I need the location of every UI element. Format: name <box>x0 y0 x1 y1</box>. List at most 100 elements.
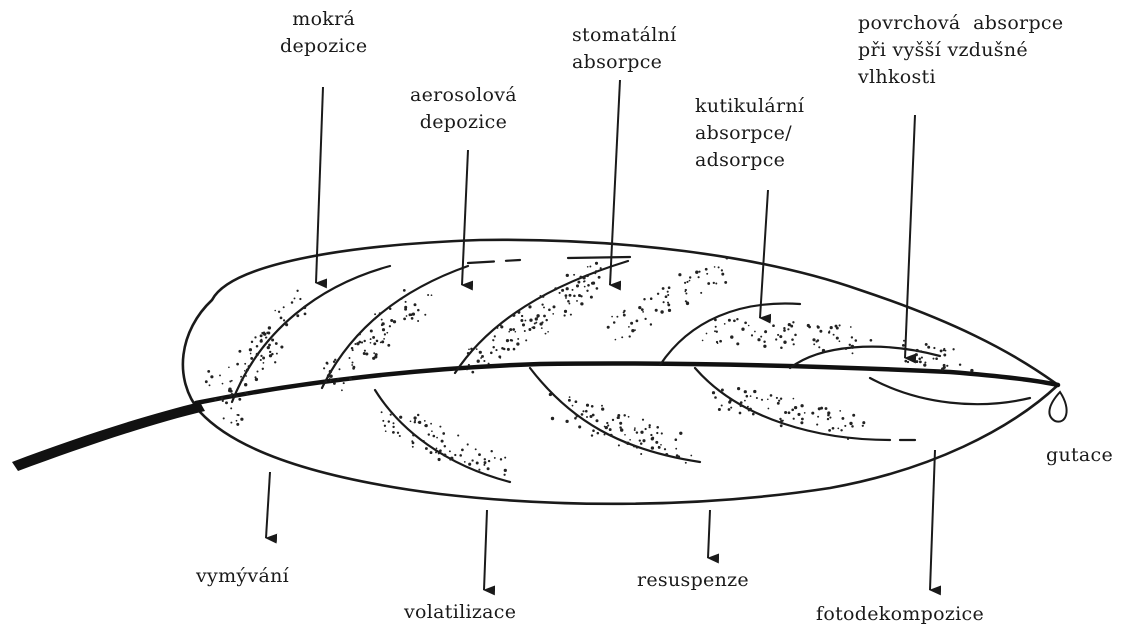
particle-dot <box>707 282 710 285</box>
particle-dot <box>517 338 519 340</box>
particle-dot <box>800 421 803 424</box>
particle-dot <box>471 459 473 461</box>
particle-dot <box>263 333 266 336</box>
particle-dot <box>372 357 375 360</box>
particle-dot <box>862 421 865 424</box>
particle-dot <box>454 454 456 456</box>
particle-dot <box>246 393 248 395</box>
particle-dot <box>791 408 794 411</box>
particle-dot <box>794 406 797 409</box>
particle-dot <box>260 359 262 361</box>
particle-dot <box>414 303 417 306</box>
particle-dot <box>746 395 749 398</box>
particle-dot <box>449 458 451 460</box>
particle-dot <box>565 297 567 299</box>
particle-dot <box>740 401 743 404</box>
particle-dot <box>529 319 532 322</box>
particle-dot <box>499 323 502 326</box>
particle-dot <box>503 348 506 351</box>
particle-dot <box>788 323 791 326</box>
particle-dot <box>476 462 479 465</box>
particle-dot <box>541 327 543 329</box>
label-line: stomatální <box>572 22 677 49</box>
particle-dot <box>830 326 833 329</box>
particle-dot <box>417 309 420 312</box>
particle-dot <box>684 282 686 284</box>
particle-dot <box>539 322 542 325</box>
particle-dot <box>439 449 442 452</box>
particle-dot <box>412 312 415 315</box>
particle-dot <box>403 318 406 321</box>
particle-dot <box>629 439 631 441</box>
particle-dot <box>606 422 608 424</box>
particle-dot <box>575 400 578 403</box>
particle-dot <box>643 298 645 300</box>
particle-dot <box>438 458 441 461</box>
particle-dot <box>815 340 817 342</box>
label-stomatal-absorption: stomatální absorpce <box>572 22 677 76</box>
particle-dot <box>500 458 502 460</box>
particle-dot <box>373 318 375 320</box>
particle-dot <box>712 391 715 394</box>
particle-dot <box>498 355 501 358</box>
particle-dot <box>568 303 570 305</box>
particle-dot <box>236 414 238 416</box>
particle-dot <box>744 400 746 402</box>
particle-dot <box>384 425 386 427</box>
particle-dot <box>737 387 740 390</box>
particle-dot <box>386 332 388 334</box>
particle-dot <box>425 447 428 450</box>
particle-dot <box>636 446 639 449</box>
particle-dot <box>512 328 515 331</box>
particle-dot <box>381 319 383 321</box>
particle-dot <box>443 453 446 456</box>
particle-dot <box>849 344 851 346</box>
particle-dot <box>740 405 743 408</box>
particle-dot <box>777 334 779 336</box>
particle-dot <box>651 446 654 449</box>
particle-dot <box>728 408 731 411</box>
particle-dot <box>862 425 864 427</box>
particle-dot <box>587 266 589 268</box>
particle-dot <box>793 343 795 345</box>
label-line: depozice <box>410 109 517 136</box>
particle-dot <box>373 352 375 354</box>
particle-dot <box>706 273 708 275</box>
particle-dot <box>431 430 433 432</box>
particle-dot <box>219 374 221 376</box>
particle-dot <box>779 335 782 338</box>
resuspension-arrow <box>708 510 710 558</box>
particle-dot <box>783 327 785 329</box>
particle-dot <box>553 305 556 308</box>
particle-dot <box>283 306 285 308</box>
particle-dot <box>333 361 335 363</box>
particle-dot <box>542 295 545 298</box>
particle-dot <box>923 363 926 366</box>
particle-dot <box>280 345 283 348</box>
particle-dot <box>566 287 569 290</box>
particle-dot <box>844 425 846 427</box>
particle-dot <box>933 347 935 349</box>
particle-dot <box>678 273 681 276</box>
particle-dot <box>845 347 848 350</box>
particle-dot <box>221 397 224 400</box>
particle-dot <box>326 362 329 365</box>
particle-dot <box>829 417 831 419</box>
particle-dot <box>254 336 256 338</box>
particle-dot <box>543 306 545 308</box>
particle-dot <box>490 352 493 355</box>
particle-dot <box>425 424 428 427</box>
particle-dot <box>718 408 721 411</box>
particle-dot <box>400 298 402 300</box>
particle-dot <box>268 326 271 329</box>
particle-dot <box>384 333 386 335</box>
particle-dot <box>294 297 296 299</box>
particle-dot <box>589 266 591 268</box>
particle-dot <box>852 414 855 417</box>
particle-dot <box>685 292 687 294</box>
particle-dot <box>484 461 487 464</box>
particle-dot <box>554 287 557 290</box>
particle-dot <box>535 322 537 324</box>
particle-dot <box>634 427 636 429</box>
particle-dot <box>375 353 378 356</box>
